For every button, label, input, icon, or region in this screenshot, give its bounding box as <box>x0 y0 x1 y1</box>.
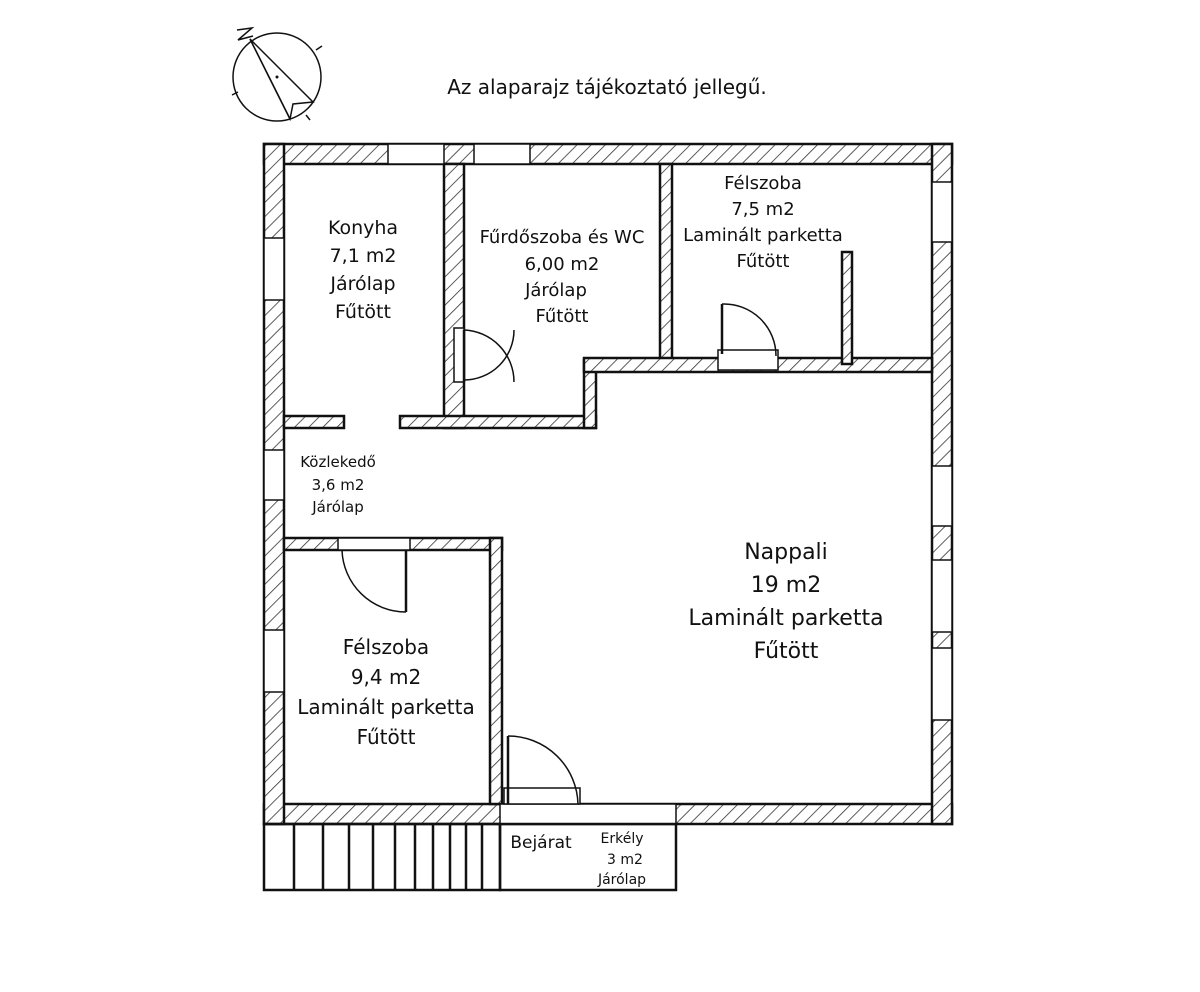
room-heating: Fűtött <box>357 725 416 749</box>
room-name: Fűrdőszoba és WC <box>480 227 645 248</box>
inner-walls <box>282 162 934 806</box>
room-name: Nappali <box>744 540 828 565</box>
room-halfroom-bottom: Félszoba 9,4 m2 Laminált parketta Fűtött <box>297 635 474 749</box>
room-name: Félszoba <box>343 635 429 659</box>
room-area: 9,4 m2 <box>351 665 421 689</box>
windows <box>263 143 953 825</box>
stairs <box>262 822 502 892</box>
room-area: 3,6 m2 <box>312 476 365 494</box>
north-arrow-icon <box>231 26 323 122</box>
room-floor: Járólap <box>524 280 587 301</box>
room-floor: Laminált parketta <box>683 225 843 246</box>
room-heating: Fűtött <box>754 639 819 664</box>
room-kitchen: Konyha 7,1 m2 Járólap Fűtött <box>328 217 398 323</box>
doors <box>337 303 779 805</box>
room-area: 19 m2 <box>751 573 821 598</box>
room-living: Nappali 19 m2 Laminált parketta Fűtött <box>688 540 883 664</box>
disclaimer-note: Az alaparajz tájékoztató jellegű. <box>447 75 767 99</box>
room-name: Erkély <box>601 831 644 847</box>
room-area: 7,5 m2 <box>731 199 794 220</box>
room-bathroom: Fűrdőszoba és WC 6,00 m2 Járólap Fűtött <box>480 227 645 327</box>
room-heating: Fűtött <box>335 301 391 323</box>
room-area: 3 m2 <box>607 852 643 868</box>
room-heating: Fűtött <box>536 306 589 327</box>
room-halfroom-top: Félszoba 7,5 m2 Laminált parketta Fűtött <box>683 173 843 272</box>
room-area: 7,1 m2 <box>330 245 397 267</box>
room-floor: Járólap <box>329 273 395 295</box>
room-hallway: Közlekedő 3,6 m2 Járólap <box>300 453 376 516</box>
balcony-outline <box>498 822 678 892</box>
room-floor: Laminált parketta <box>688 606 883 631</box>
room-floor: Járólap <box>597 872 646 888</box>
room-name: Közlekedő <box>300 453 376 471</box>
room-name: Félszoba <box>724 173 802 194</box>
room-floor: Laminált parketta <box>297 695 474 719</box>
room-floor: Járólap <box>311 498 364 516</box>
compass-n-letter <box>236 26 255 41</box>
room-heating: Fűtött <box>737 251 790 272</box>
room-balcony: Erkély 3 m2 Járólap <box>597 831 646 888</box>
entrance-label: Bejárat <box>510 833 572 853</box>
room-area: 6,00 m2 <box>525 254 600 275</box>
room-name: Konyha <box>328 217 398 239</box>
